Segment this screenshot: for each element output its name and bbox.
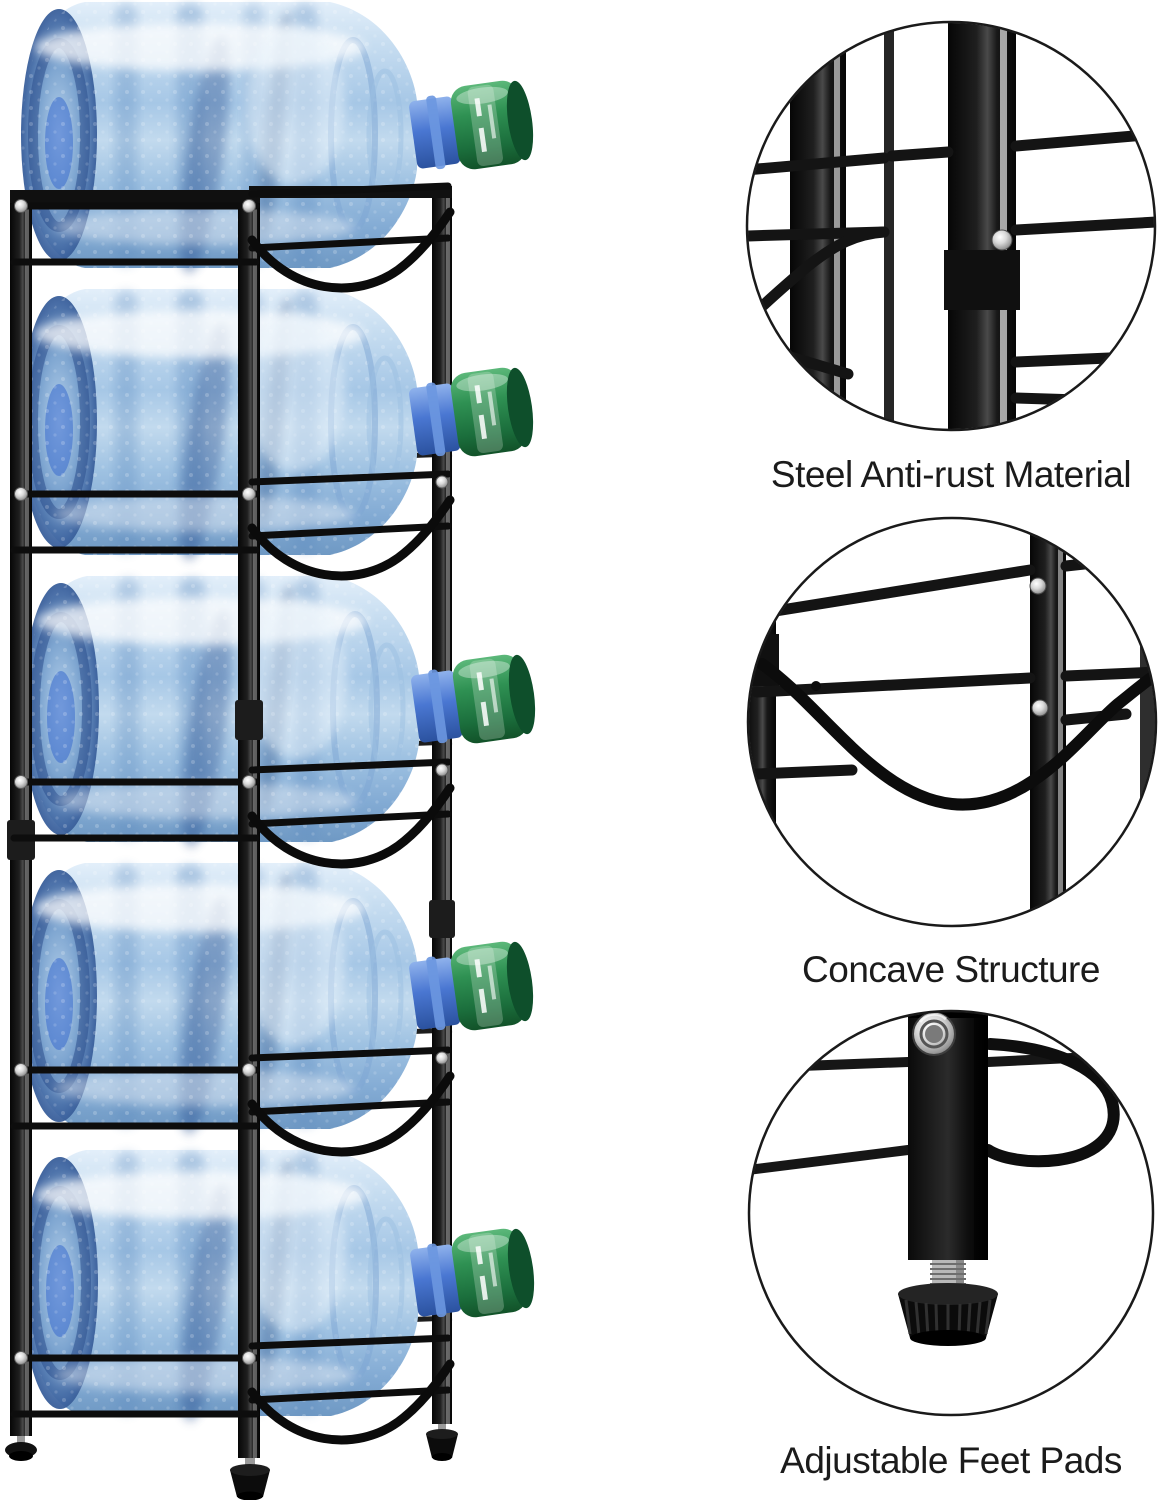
water-bottle-rack bbox=[5, 2, 540, 1500]
rack-tier-bars bbox=[10, 182, 452, 1418]
callout-label-concave-structure: Concave Structure bbox=[802, 949, 1100, 990]
rack-top-front-bar bbox=[10, 190, 260, 203]
rack-feet bbox=[5, 1424, 458, 1500]
rack-screws bbox=[14, 199, 449, 1365]
steel-frame-closeup-photo bbox=[748, 23, 1154, 429]
water-jug-2 bbox=[21, 289, 538, 563]
water-jug-4 bbox=[21, 863, 538, 1137]
adjustable-foot-pad-closeup-photo bbox=[750, 1012, 1152, 1414]
rack-concave-cradles bbox=[247, 207, 455, 1445]
callout-steel-material bbox=[745, 20, 1157, 432]
callout-circle-outline bbox=[747, 1009, 1155, 1417]
callout-circle-outline bbox=[746, 516, 1158, 928]
water-jug-1 bbox=[21, 2, 538, 276]
water-jug-3 bbox=[23, 576, 540, 850]
callout-feet-pads bbox=[747, 1009, 1155, 1417]
callout-label-feet-pads: Adjustable Feet Pads bbox=[780, 1440, 1122, 1481]
callout-circle-outline bbox=[745, 20, 1157, 432]
rack-frame bbox=[5, 182, 458, 1500]
callout-label-steel-material: Steel Anti-rust Material bbox=[770, 454, 1132, 495]
callout-concave-structure bbox=[746, 516, 1158, 928]
water-jug-5 bbox=[22, 1150, 539, 1424]
